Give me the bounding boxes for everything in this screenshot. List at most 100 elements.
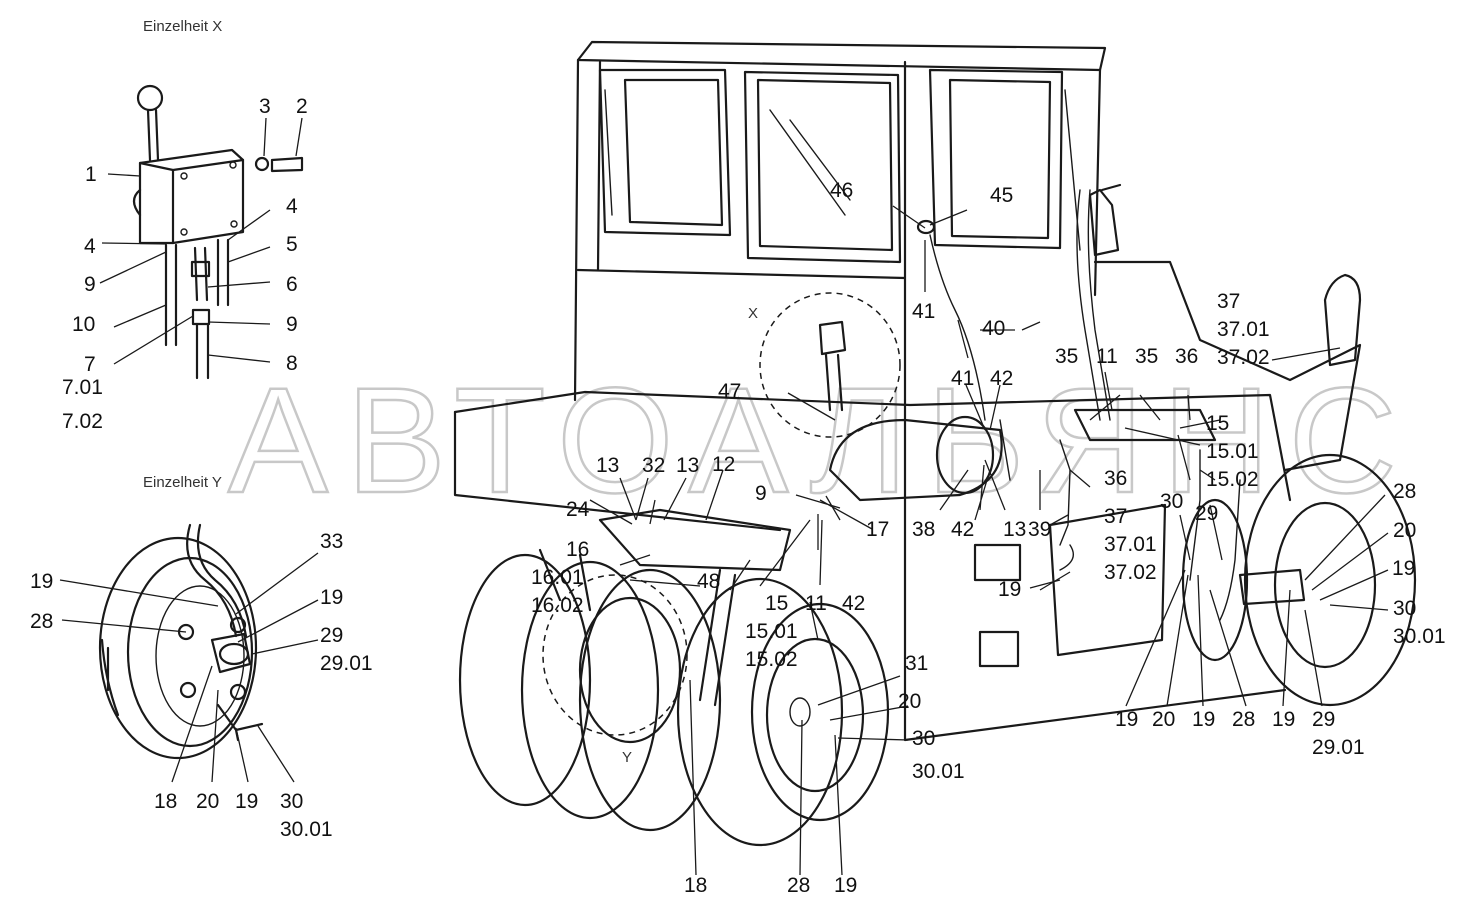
callout-label: 29	[320, 624, 343, 647]
callout-label: 15.01	[745, 620, 798, 643]
callout-label: 19	[320, 586, 343, 609]
callout-label: 18	[684, 874, 707, 897]
cab-roof	[576, 40, 1107, 72]
callout-label: 13	[676, 454, 699, 477]
callout-label: 37.02	[1104, 561, 1157, 584]
circle-y-letter: Y	[622, 749, 632, 766]
callout-label: 40	[982, 317, 1005, 340]
brake-drum-inner	[126, 556, 254, 748]
front-tire-1	[458, 553, 592, 807]
callout-label: 33	[320, 530, 343, 553]
callout-label: 41	[951, 367, 974, 390]
callout-label: 42	[842, 592, 865, 615]
callout-label: 30	[1393, 597, 1416, 620]
rear-axle	[1238, 568, 1306, 606]
callout-label: 29	[1312, 708, 1335, 731]
rear-brake-drum	[1181, 498, 1249, 662]
cab-window-front	[743, 70, 902, 264]
callout-label: 13	[596, 454, 619, 477]
callout-label: 19	[1192, 708, 1215, 731]
callout-label: 17	[866, 518, 889, 541]
callout-label: 19	[235, 790, 258, 813]
detail-x-drawing: Einzelheit X 1 2 3 4 4 5 6 7 7.01 7.02	[62, 18, 308, 433]
callout-label: 45	[990, 184, 1013, 207]
cab-window-left	[598, 68, 732, 237]
rear-frame	[1073, 408, 1217, 442]
callout-label: 13	[1003, 518, 1026, 541]
cab-window-right	[928, 68, 1064, 250]
callout-label: 37.01	[1217, 318, 1270, 341]
callout-label: 12	[712, 453, 735, 476]
cab-frame	[573, 58, 1102, 402]
detail-x-caption: Einzelheit X	[143, 18, 222, 35]
callout-label: 28	[1393, 480, 1416, 503]
detail-y-caption: Einzelheit Y	[143, 474, 222, 491]
callout-label: 30.01	[280, 818, 333, 841]
pipe-mid	[193, 246, 209, 302]
inner-rim	[578, 596, 682, 744]
callout-label: 20	[898, 690, 921, 713]
callout-label: 37.02	[1217, 346, 1270, 369]
hose-36	[1076, 189, 1111, 421]
callout-label: 7.02	[62, 410, 103, 433]
front-frame	[598, 508, 792, 572]
callout-label: 1	[85, 163, 97, 186]
callout-label: 10	[72, 313, 95, 336]
callout-label: 15	[765, 592, 788, 615]
callout-label: 9	[755, 482, 767, 505]
muffler	[1088, 188, 1120, 257]
detail-x-circle	[759, 292, 901, 438]
callout-label: 3	[259, 95, 271, 118]
callout-label: 35	[1135, 345, 1158, 368]
front-tire-2	[520, 560, 660, 820]
callout-label: 2	[296, 95, 308, 118]
callout-label: 19	[1272, 708, 1295, 731]
callout-label: 32	[642, 454, 665, 477]
callout-label: 28	[30, 610, 53, 633]
brake-line	[186, 523, 238, 638]
callout-label: 9	[84, 273, 96, 296]
brake-cylinder	[210, 632, 252, 674]
body-side	[453, 398, 1287, 742]
callout-label: 15.02	[1206, 468, 1259, 491]
front-wheel-rim	[765, 637, 865, 793]
callout-label: 30.01	[1393, 625, 1446, 648]
pipe-8	[195, 322, 210, 380]
callout-label: 30	[280, 790, 303, 813]
detail-y-circle	[542, 574, 688, 736]
callout-label: 28	[1232, 708, 1255, 731]
callout-label: 47	[718, 380, 741, 403]
callout-label: 37.01	[1104, 533, 1157, 556]
callout-label: 11	[1096, 345, 1118, 368]
callout-label: 28	[787, 874, 810, 897]
callout-label: 29.01	[1312, 736, 1365, 759]
callout-label: 6	[286, 273, 298, 296]
callout-label: 16.01	[531, 566, 584, 589]
callout-label: 20	[1393, 519, 1416, 542]
callout-label: 19	[30, 570, 53, 593]
callout-label: 4	[286, 195, 298, 218]
rear-tire	[1243, 453, 1417, 707]
callout-label: 41	[912, 300, 935, 323]
callout-label: 20	[1152, 708, 1175, 731]
callout-label: 16.02	[531, 594, 584, 617]
callout-label: 48	[697, 570, 720, 593]
callout-label: 30	[912, 727, 935, 750]
callout-label: 7	[84, 353, 96, 376]
callout-label: 15.01	[1206, 440, 1259, 463]
callout-label: 19	[834, 874, 857, 897]
callout-label: 46	[830, 179, 853, 202]
callout-label: 20	[196, 790, 219, 813]
callout-label: 15	[1206, 412, 1229, 435]
callout-label: 4	[84, 235, 96, 258]
rear-hood	[1093, 260, 1362, 472]
callout-label: 39	[1028, 518, 1051, 541]
lever-knob	[136, 84, 164, 112]
callout-label: 37	[1104, 505, 1127, 528]
callout-label: 19	[1115, 708, 1138, 731]
body-top	[453, 390, 1292, 502]
lever-rod	[146, 108, 160, 162]
callout-label: 36	[1175, 345, 1198, 368]
rear-mirror	[1323, 273, 1362, 367]
